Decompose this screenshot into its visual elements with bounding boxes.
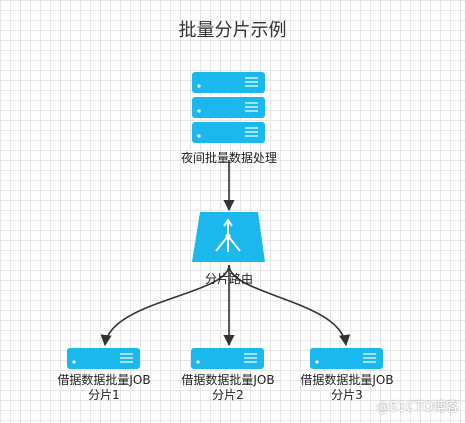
shard3-label-line2: 分片3 — [331, 388, 363, 402]
router-icon — [192, 212, 265, 262]
batch-server-icon — [192, 72, 265, 143]
shard1-label-line1: 借据数据批量JOB — [57, 373, 151, 387]
shard3-label-line1: 借据数据批量JOB — [300, 373, 394, 387]
shard2-server-icon — [191, 348, 264, 369]
router-node-label: 分片路由 — [204, 272, 253, 286]
batch-node-label: 夜间批量数据处理 — [180, 151, 277, 165]
shard1-server-icon — [67, 348, 140, 369]
edge-router-to-shard3 — [228, 264, 351, 347]
watermark: @51CTO博客 — [376, 400, 459, 415]
edge-router-to-shard1 — [100, 264, 230, 347]
shard2-label-line2: 分片2 — [212, 388, 244, 402]
diagram-title: 批量分片示例 — [178, 20, 287, 41]
shard1-label-line2: 分片1 — [88, 388, 120, 402]
shard3-server-icon — [310, 348, 383, 369]
shard2-label-line1: 借据数据批量JOB — [181, 373, 275, 387]
